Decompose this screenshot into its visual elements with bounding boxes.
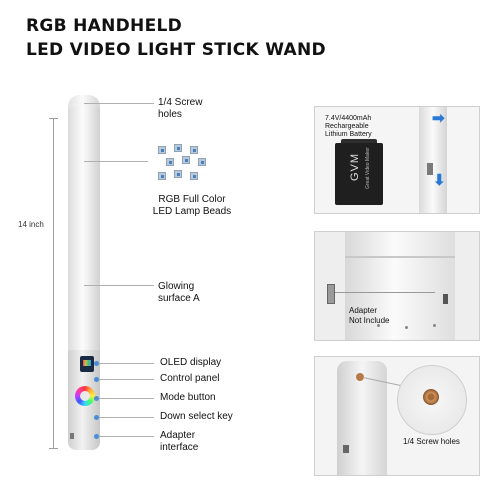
measure-line: [53, 118, 54, 448]
battery-brand-sub: Great Video Maker: [365, 147, 371, 189]
callout-mode-button: Mode button: [160, 392, 216, 403]
battery-label-l2: Rechargeable: [325, 123, 369, 130]
screw-holes-panel: 1/4 Screw holes: [314, 356, 480, 476]
callout-adapter-l1: Adapter: [160, 430, 196, 441]
dot-oled: [94, 361, 99, 366]
base-port: [343, 445, 349, 453]
callout-oled: OLED display: [160, 357, 222, 368]
mode-button: [80, 391, 90, 401]
led-beads-image: [152, 142, 212, 190]
battery-label: 7.4V/4400mAh Rechargeable Lithium Batter…: [325, 115, 372, 139]
wand-band: [345, 256, 455, 258]
adapter-label-l2: Not Include: [349, 316, 390, 325]
glowing-surface: [68, 107, 100, 353]
adapter-leader: [335, 292, 435, 293]
oled-display: [80, 356, 94, 372]
screw-hole-small: [356, 373, 364, 381]
callout-control-panel: Control panel: [160, 373, 220, 384]
battery-label-l1: 7.4V/4400mAh: [325, 115, 372, 122]
callout-down-key: Down select key: [160, 411, 233, 422]
callout-adapter: Adapter interface: [160, 430, 198, 454]
wand-closeup: [345, 232, 455, 340]
callout-glowing-surface: Glowing surface A: [158, 281, 200, 305]
callout-screw-holes-l2: holes: [158, 109, 182, 120]
callout-led-beads-l1: RGB Full Color: [158, 194, 226, 205]
leader-glowing-surface: [84, 285, 154, 286]
dot-down-key: [94, 415, 99, 420]
adapter-port: [70, 433, 74, 439]
battery-top: [341, 139, 377, 145]
arrow-right-icon: ➡: [432, 110, 445, 127]
battery-slot: [427, 163, 433, 175]
battery-image: [335, 143, 383, 205]
screw-hole-zoom: [423, 389, 439, 405]
leader-led-beads: [84, 161, 148, 162]
length-label: 14 inch: [18, 220, 44, 229]
leader-oled: [99, 363, 154, 364]
callout-adapter-l2: interface: [160, 442, 199, 453]
battery-panel: 7.4V/4400mAh Rechargeable Lithium Batter…: [314, 106, 480, 214]
screw-holes-label: 1/4 Screw holes: [403, 437, 460, 446]
dot-mode-button: [94, 396, 99, 401]
dot-control-panel: [94, 377, 99, 382]
callout-led-beads: RGB Full Color LED Lamp Beads: [152, 194, 232, 218]
dot-adapter: [94, 434, 99, 439]
title-line-2: LED VIDEO LIGHT STICK WAND: [26, 40, 326, 60]
leader-adapter: [99, 436, 154, 437]
battery-label-l3: Lithium Battery: [325, 131, 372, 138]
arrow-down-icon: ⬇: [433, 172, 446, 189]
battery-brand: GVM: [349, 152, 361, 181]
callout-screw-holes: 1/4 Screw holes: [158, 97, 202, 121]
callout-glowing-surface-l2: surface A: [158, 293, 200, 304]
callout-glowing-surface-l1: Glowing: [158, 281, 195, 292]
adapter-port-small: [443, 294, 448, 304]
adapter-socket-icon: [327, 284, 335, 304]
callout-led-beads-l2: LED Lamp Beads: [152, 206, 232, 217]
adapter-label-l1: Adapter: [349, 306, 378, 315]
leader-control-panel: [99, 379, 154, 380]
wand-cap: [68, 95, 100, 109]
measure-bottom-tick: [49, 448, 58, 449]
adapter-label: Adapter Not Include: [349, 306, 389, 326]
leader-down-key: [99, 417, 154, 418]
wand-battery-compartment: [419, 107, 447, 213]
title-line-1: RGB HANDHELD: [26, 16, 183, 36]
leader-mode-button: [99, 398, 154, 399]
callout-screw-holes-l1: 1/4 Screw: [158, 97, 203, 108]
leader-screw-holes: [84, 103, 154, 104]
adapter-panel: Adapter Not Include: [314, 231, 480, 341]
